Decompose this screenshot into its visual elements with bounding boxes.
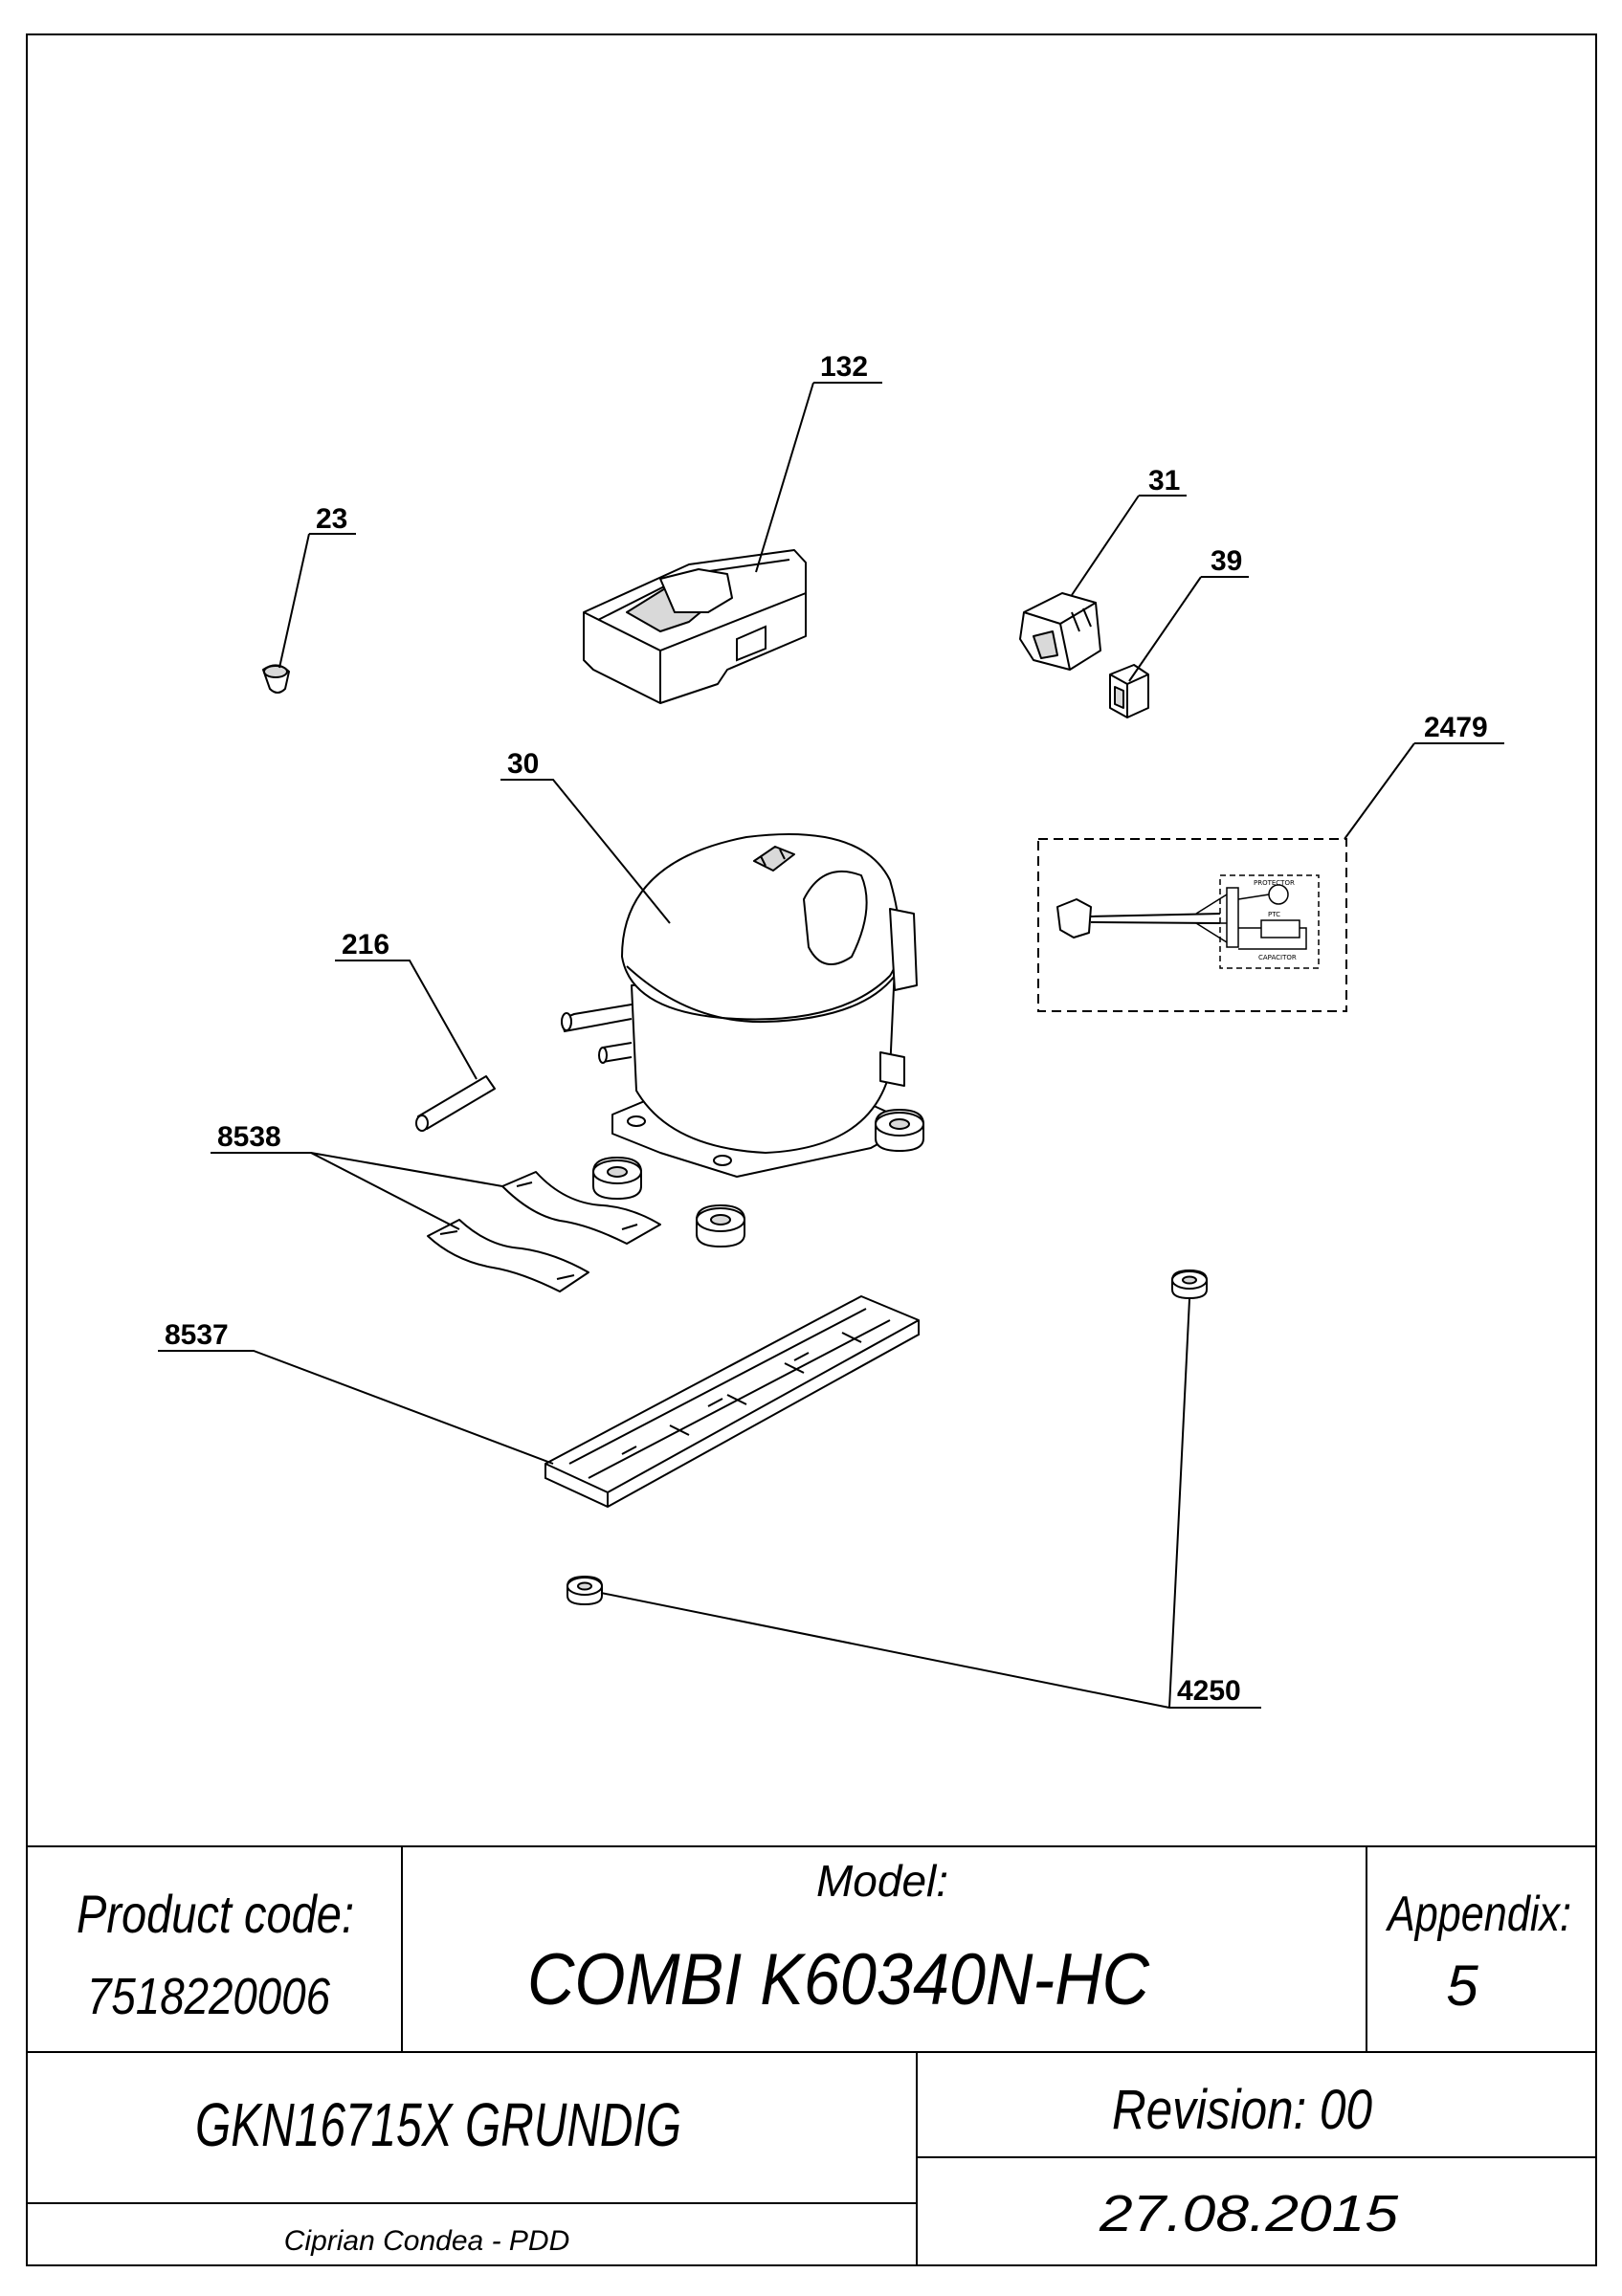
callout-30: 30 [500, 748, 671, 924]
callout-label-8538: 8538 [217, 1121, 281, 1153]
callout-4250: 4250 [600, 1298, 1261, 1709]
callout-label-39: 39 [1211, 545, 1242, 577]
harness-label-ptc: PTC [1268, 911, 1280, 918]
callout-label-23: 23 [316, 503, 347, 535]
callout-8537: 8537 [158, 1319, 554, 1465]
harness-dashed-frame [1037, 838, 1347, 1012]
part-31-relay [1019, 592, 1101, 671]
callout-label-216: 216 [342, 929, 389, 960]
model-value: COMBI K60340N-HC [527, 1939, 1150, 2020]
grommet [875, 1109, 924, 1152]
part-4250-grommet-bottom [567, 1576, 603, 1605]
callout-39: 39 [1128, 545, 1249, 682]
product-code-label: Product code: [77, 1884, 354, 1944]
author: Ciprian Condea - PDD [284, 2225, 569, 2257]
product-code-value: 7518220006 [87, 1968, 331, 2025]
callout-label-31: 31 [1148, 465, 1180, 497]
part-4250-grommet-top [1171, 1269, 1208, 1299]
callout-23: 23 [278, 503, 356, 669]
part-39-connector [1109, 664, 1149, 718]
callout-216: 216 [335, 929, 478, 1080]
part-30-compressor [561, 833, 918, 1178]
callout-label-30: 30 [507, 748, 539, 780]
compressor-grommets [592, 1109, 924, 1247]
part-2479-wiring-harness: PROTECTOR PTC CAPACITOR [1037, 838, 1347, 1012]
callout-31: 31 [1071, 465, 1187, 596]
part-23-bush [262, 664, 290, 694]
callout-label-132: 132 [820, 351, 868, 383]
date: 27.08.2015 [1099, 2185, 1399, 2242]
callout-label-8537: 8537 [165, 1319, 229, 1351]
part-8537-cross-rail [544, 1295, 920, 1509]
callout-8538: 8538 [211, 1121, 503, 1230]
grommet [592, 1157, 642, 1200]
model-label: Model: [816, 1856, 948, 1906]
revision: Revision: 00 [1112, 2079, 1372, 2141]
callout-2479: 2479 [1344, 712, 1504, 840]
harness-label-capacitor: CAPACITOR [1258, 954, 1297, 961]
title-block: Product code: 7518220006 Model: COMBI K6… [27, 1845, 1596, 2265]
callout-132: 132 [755, 351, 882, 573]
appendix-label: Appendix: [1386, 1887, 1571, 1942]
product-name: GKN16715X GRUNDIG [195, 2090, 681, 2159]
part-8538-pads [427, 1171, 661, 1292]
grommet [696, 1204, 745, 1247]
part-132-terminal-cover [583, 549, 807, 704]
callout-label-2479: 2479 [1424, 712, 1488, 743]
harness-inner-frame [1219, 874, 1320, 969]
part-216-pin [415, 1075, 496, 1132]
callout-label-4250: 4250 [1177, 1675, 1241, 1707]
sheet-frame [26, 33, 1597, 2266]
appendix-value: 5 [1446, 1954, 1478, 2018]
harness-label-protector: PROTECTOR [1254, 879, 1295, 887]
